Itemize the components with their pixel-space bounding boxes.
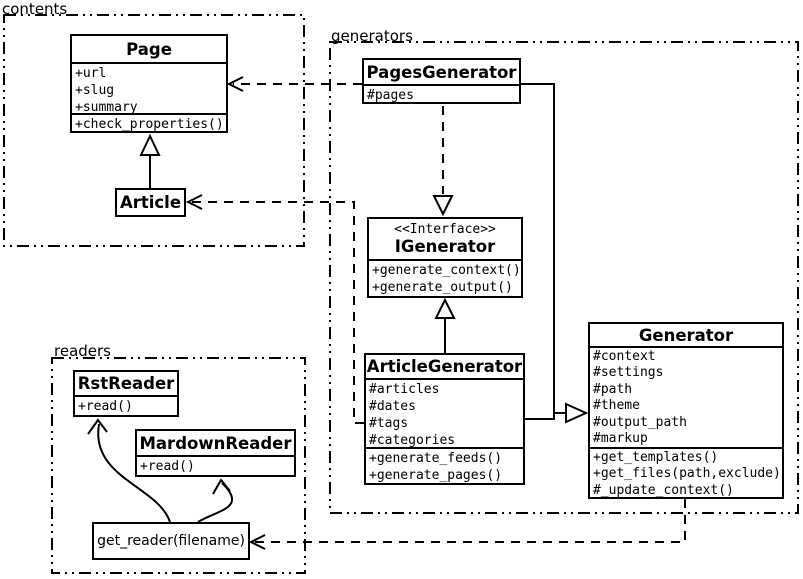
readers-package-label: readers [54, 342, 111, 360]
contents-package-border [3, 14, 305, 247]
class-generator: Generator #context #settings #path #them… [588, 322, 784, 499]
method-line: +get_files(path,exclude) [593, 466, 781, 482]
interface-igenerator-title: <<Interface>> IGenerator [369, 219, 521, 261]
class-pages-generator: PagesGenerator #pages [362, 58, 521, 104]
readers-package-border [51, 357, 306, 574]
class-mardown-reader-methods: +read() [137, 457, 294, 475]
class-article-generator-title: ArticleGenerator [366, 355, 523, 380]
class-page-attributes: +url +slug +summary [72, 64, 226, 115]
interface-igenerator-methods: +generate_context() +generate_output() [369, 261, 521, 296]
class-generator-attributes: #context #settings #path #theme #output_… [590, 348, 782, 449]
attr-line: #output_path [593, 414, 687, 430]
class-article-generator: ArticleGenerator #articles #dates #tags … [364, 353, 525, 485]
attr-line: #settings [593, 365, 664, 381]
method-line: +generate_pages() [369, 468, 503, 483]
attr-line: #tags [369, 416, 409, 431]
class-rst-reader-title: RstReader [75, 372, 177, 397]
method-line: +generate_context() [372, 263, 521, 278]
class-page-methods: +check_properties() [72, 115, 226, 131]
attr-line: #dates [369, 399, 416, 414]
attr-line: +url [75, 66, 107, 81]
method-line: +get_templates() [593, 450, 719, 465]
contents-package-label: contents [2, 0, 68, 18]
class-pages-generator-title: PagesGenerator [364, 60, 519, 86]
class-page-title: Page [72, 36, 226, 64]
class-article: Article [115, 188, 186, 217]
method-line: +read() [140, 459, 195, 474]
class-page: Page +url +slug +summary +check_properti… [70, 34, 228, 133]
generators-package-label: generators [331, 27, 413, 45]
method-line: +generate_output() [372, 280, 513, 295]
interface-stereotype: <<Interface>> [394, 222, 496, 237]
attr-line: #context [593, 349, 656, 364]
method-line: +read() [78, 399, 133, 414]
attr-line: #categories [369, 433, 456, 448]
attr-line: #theme [593, 398, 640, 414]
class-rst-reader: RstReader +read() [73, 370, 179, 417]
method-line: #_update_context() [593, 482, 734, 497]
class-rst-reader-methods: +read() [75, 397, 177, 415]
interface-igenerator: <<Interface>> IGenerator +generate_conte… [367, 217, 523, 298]
node-get-reader: get_reader(filename) [92, 522, 250, 560]
class-pages-generator-attributes: #pages [364, 86, 519, 102]
class-generator-title: Generator [590, 324, 782, 348]
attr-line: +slug [75, 83, 115, 98]
attr-line: #path [593, 381, 633, 397]
class-article-generator-methods: +generate_feeds() +generate_pages() [366, 449, 523, 483]
attr-line: #markup [593, 431, 648, 447]
attr-line: #articles [369, 382, 440, 397]
interface-igenerator-name: IGenerator [394, 237, 496, 256]
class-mardown-reader-title: MardownReader [137, 431, 294, 457]
attr-line: #pages [367, 88, 414, 102]
node-get-reader-label: get_reader(filename) [97, 533, 245, 549]
class-article-generator-attributes: #articles #dates #tags #categories [366, 380, 523, 449]
attr-line: +summary [75, 100, 138, 115]
method-line: +generate_feeds() [369, 451, 503, 466]
class-generator-methods: +get_templates() +get_files(path,exclude… [590, 449, 782, 497]
class-article-title: Article [119, 193, 182, 212]
class-mardown-reader: MardownReader +read() [135, 429, 296, 477]
method-line: +check_properties() [75, 117, 224, 131]
